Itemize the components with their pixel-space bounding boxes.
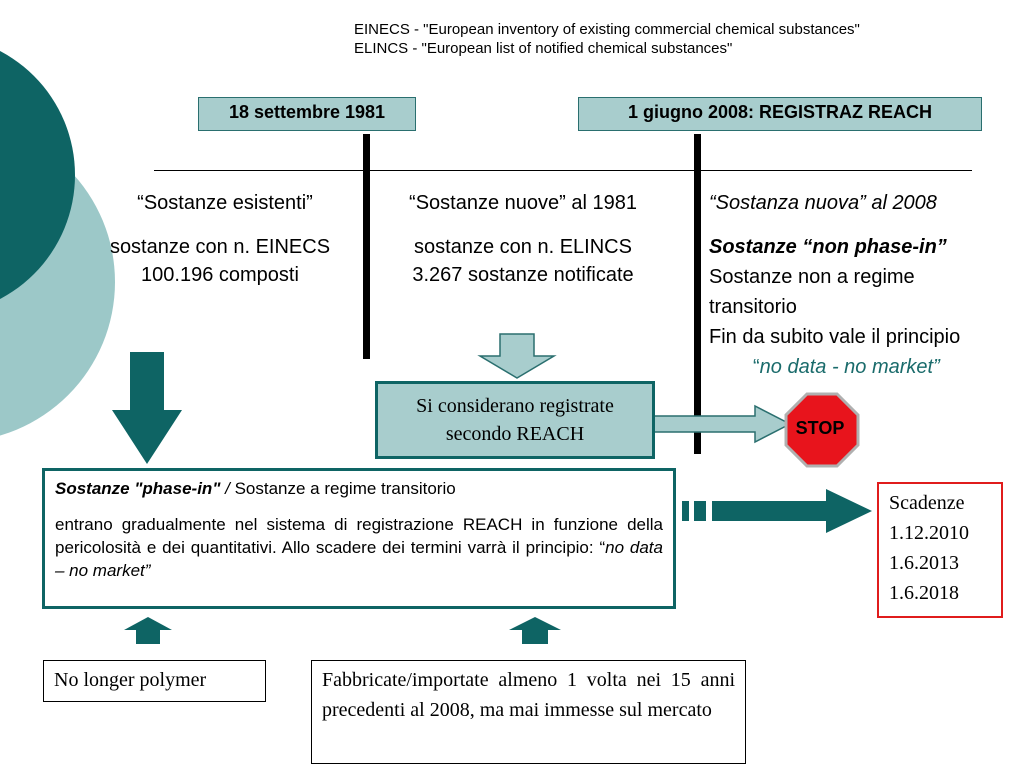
dash-1-icon bbox=[682, 501, 689, 521]
dark-circle bbox=[0, 51, 75, 299]
deadline-date-1: 1.12.2010 bbox=[889, 522, 969, 544]
elincs-definition: ELINCS - "European list of notified chem… bbox=[354, 40, 733, 57]
existing-substances: “Sostanze esistenti” sostanze con n. EIN… bbox=[60, 188, 380, 290]
down-arrow-large-icon bbox=[112, 352, 182, 464]
date-2008-box: 1 giugno 2008: REGISTRAZ REACH bbox=[578, 97, 982, 131]
dash-2-icon bbox=[694, 501, 706, 521]
new2008-title: “Sostanza nuova” al 2008 bbox=[709, 192, 937, 214]
no-longer-polymer-box: No longer polymer bbox=[43, 660, 266, 702]
deadlines-box: Scadenze 1.12.2010 1.6.2013 1.6.2018 bbox=[877, 482, 1003, 618]
existing-line2: 100.196 composti bbox=[141, 264, 299, 286]
registered-line1: Si considerano registrate bbox=[416, 395, 614, 417]
phase-in-slash: / bbox=[220, 479, 235, 498]
timeline-marker-1981 bbox=[363, 134, 370, 359]
phase-in-quote: no data – no market” bbox=[55, 538, 663, 580]
phase-in-body: entrano gradualmente nel sistema di regi… bbox=[55, 515, 663, 557]
up-arrow-right-icon bbox=[509, 617, 561, 644]
existing-title: “Sostanze esistenti” bbox=[137, 192, 313, 214]
phase-in-heading: Sostanze "phase-in" / Sostanze a regime … bbox=[55, 477, 663, 500]
phase-in-subtitle: Sostanze a regime transitorio bbox=[234, 479, 456, 498]
new2008-quote-open: “ bbox=[753, 356, 760, 378]
new2008-quote-line: “no data - no market” bbox=[709, 352, 1021, 382]
new2008-quote: no data - no market” bbox=[759, 356, 940, 378]
up-arrow-left-icon bbox=[124, 617, 172, 644]
new1981-line2: 3.267 sostanze notificate bbox=[412, 264, 634, 286]
deadline-date-3: 1.6.2018 bbox=[889, 582, 959, 604]
right-arrow-to-stop-icon bbox=[651, 404, 792, 444]
new2008-line3: Fin da subito vale il principio bbox=[709, 326, 961, 348]
timeline-line bbox=[154, 170, 972, 171]
deadline-date-2: 1.6.2013 bbox=[889, 552, 959, 574]
date-1981-box: 18 settembre 1981 bbox=[198, 97, 416, 131]
einecs-definition: EINECS - "European inventory of existing… bbox=[354, 21, 860, 38]
registered-line2: secondo REACH bbox=[445, 423, 585, 445]
new2008-line2: transitorio bbox=[709, 296, 797, 318]
new2008-subtitle: Sostanze “non phase-in” bbox=[709, 236, 947, 258]
timeline-marker-2008 bbox=[694, 134, 701, 454]
phase-in-box: Sostanze "phase-in" / Sostanze a regime … bbox=[42, 468, 676, 609]
existing-line1: sostanze con n. EINECS bbox=[109, 236, 331, 258]
phase-in-body-wrap: entrano gradualmente nel sistema di regi… bbox=[55, 513, 663, 582]
phase-in-title: Sostanze "phase-in" bbox=[55, 479, 221, 498]
new-1981-substances: “Sostanze nuove” al 1981 sostanze con n.… bbox=[368, 188, 678, 290]
stop-label: STOP bbox=[796, 418, 845, 438]
down-arrow-small-icon bbox=[477, 333, 557, 379]
new-2008-substances: “Sostanza nuova” al 2008 Sostanze “non p… bbox=[709, 188, 1021, 382]
new1981-title: “Sostanze nuove” al 1981 bbox=[409, 192, 637, 214]
stop-sign-icon bbox=[784, 392, 860, 468]
fabricated-box: Fabbricate/importate almeno 1 volta nei … bbox=[311, 660, 746, 764]
right-arrow-to-deadlines-icon bbox=[712, 489, 872, 533]
definitions: EINECS - "European inventory of existing… bbox=[354, 20, 1014, 58]
deadlines-title: Scadenze bbox=[889, 492, 965, 514]
registered-box: Si considerano registrate secondo REACH bbox=[375, 381, 655, 459]
new2008-line1: Sostanze non a regime bbox=[709, 266, 915, 288]
new1981-line1: sostanze con n. ELINCS bbox=[414, 236, 632, 258]
